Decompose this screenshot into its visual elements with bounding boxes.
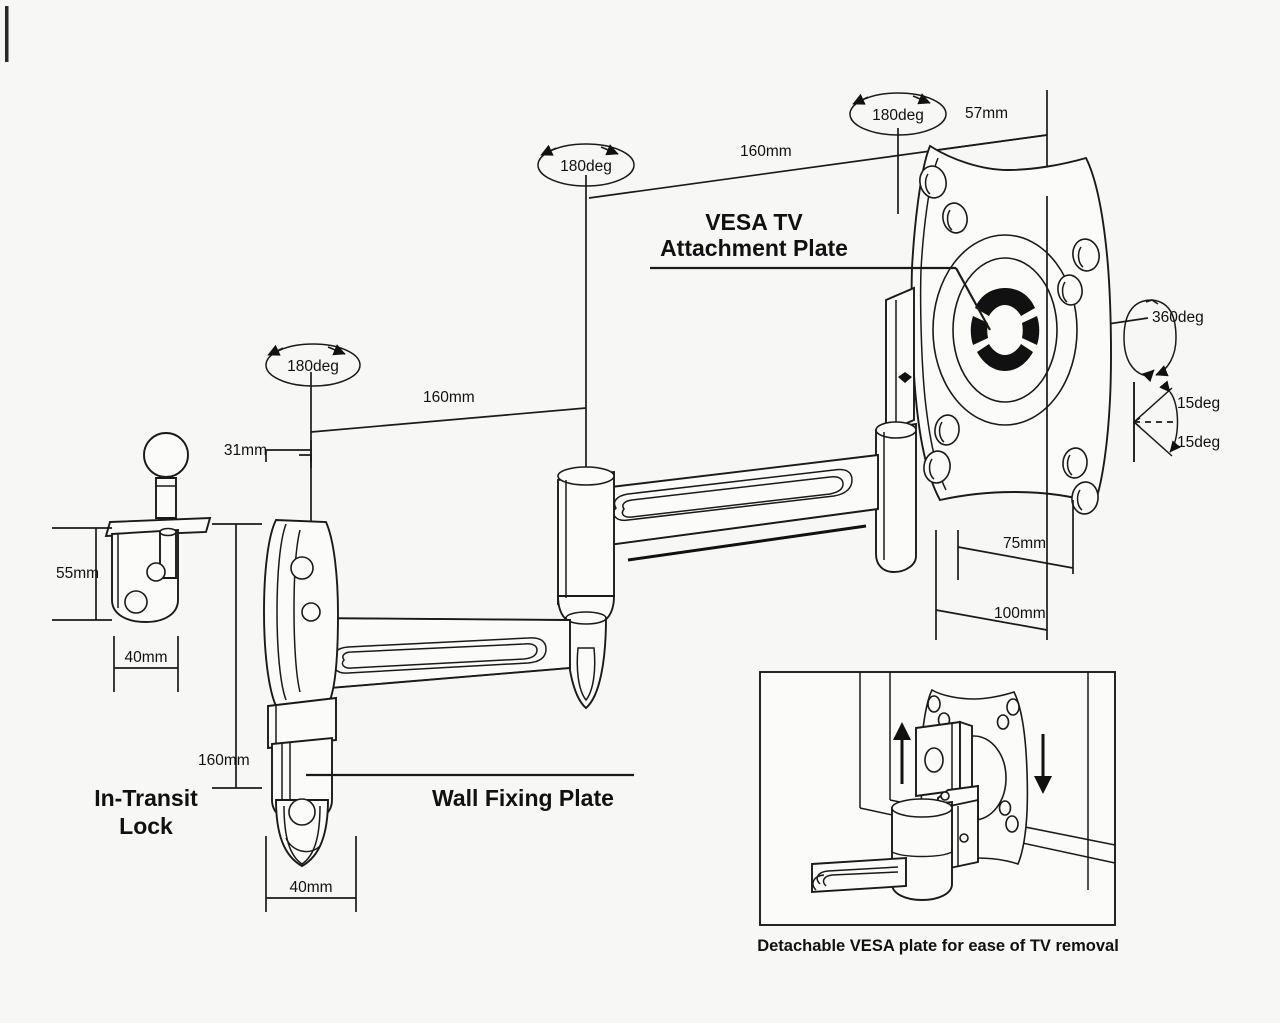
tilt-indicator: 15deg 15deg bbox=[1132, 380, 1220, 462]
wall-plate-width-dim: 40mm bbox=[265, 836, 357, 912]
callout-wall-plate: Wall Fixing Plate bbox=[306, 773, 634, 811]
vesa-screw-holes bbox=[919, 165, 1100, 515]
scan-edge-artifact bbox=[5, 6, 9, 62]
rotation-label-elbow: 180deg bbox=[560, 158, 612, 175]
tilt-label-up: 15deg bbox=[1177, 395, 1220, 412]
vesa-attachment-plate bbox=[910, 144, 1112, 515]
callout-vesa-line1: VESA TV bbox=[705, 209, 803, 235]
tilt-label-down: 15deg bbox=[1177, 434, 1220, 451]
dim-label-55mm: 55mm bbox=[56, 565, 99, 582]
inset-panel bbox=[759, 671, 1116, 926]
rotation-indicator-wall: 180deg bbox=[265, 343, 361, 387]
dim-label-40mm-plate: 40mm bbox=[289, 879, 332, 896]
rotation-label-swivel: 360deg bbox=[1152, 309, 1204, 326]
dim-label-75mm: 75mm bbox=[1003, 535, 1046, 552]
dim-label-100mm: 100mm bbox=[994, 605, 1046, 622]
callout-vesa-line2: Attachment Plate bbox=[660, 235, 848, 261]
wall-fixing-plate bbox=[263, 519, 339, 868]
callout-wall-plate-label: Wall Fixing Plate bbox=[432, 785, 614, 811]
vesa-quick-release-bracket bbox=[885, 286, 915, 434]
callout-in-transit-lock: In-Transit Lock bbox=[94, 785, 198, 839]
lock-width-dim: 40mm bbox=[113, 636, 179, 692]
dim-label-160mm-vertical: 160mm bbox=[198, 752, 250, 769]
elbow-joint bbox=[557, 466, 615, 710]
dim-label-40mm-lock: 40mm bbox=[124, 649, 167, 666]
rotation-indicator-elbow: 180deg bbox=[537, 143, 635, 187]
lower-arm-segment bbox=[305, 617, 571, 692]
dim-label-31mm: 31mm bbox=[224, 442, 267, 459]
arrow-down-icon bbox=[1034, 734, 1052, 794]
rotation-label-wall: 180deg bbox=[287, 358, 339, 375]
vesa-post bbox=[875, 421, 917, 573]
lock-height-dim: 55mm bbox=[52, 527, 112, 621]
dim-label-arm1: 160mm bbox=[740, 143, 792, 160]
in-transit-lock bbox=[104, 432, 212, 623]
arrow-up-icon bbox=[893, 722, 911, 784]
vesa-spacing-dims: 75mm 100mm bbox=[935, 196, 1074, 640]
vesa-hub-icon bbox=[970, 288, 1040, 371]
dim-label-arm2: 160mm bbox=[423, 389, 475, 406]
rotation-label-plate: 180deg bbox=[872, 107, 924, 124]
dim-label-57mm: 57mm bbox=[965, 105, 1008, 122]
callout-lock-line2: Lock bbox=[119, 813, 173, 839]
callout-lock-line1: In-Transit bbox=[94, 785, 198, 811]
inset-caption: Detachable VESA plate for ease of TV rem… bbox=[757, 937, 1119, 955]
rotation-indicator-plate: 180deg bbox=[849, 92, 947, 136]
wall-plate-height-dim: 160mm bbox=[198, 523, 262, 789]
callout-vesa-plate: VESA TV Attachment Plate bbox=[650, 209, 991, 331]
